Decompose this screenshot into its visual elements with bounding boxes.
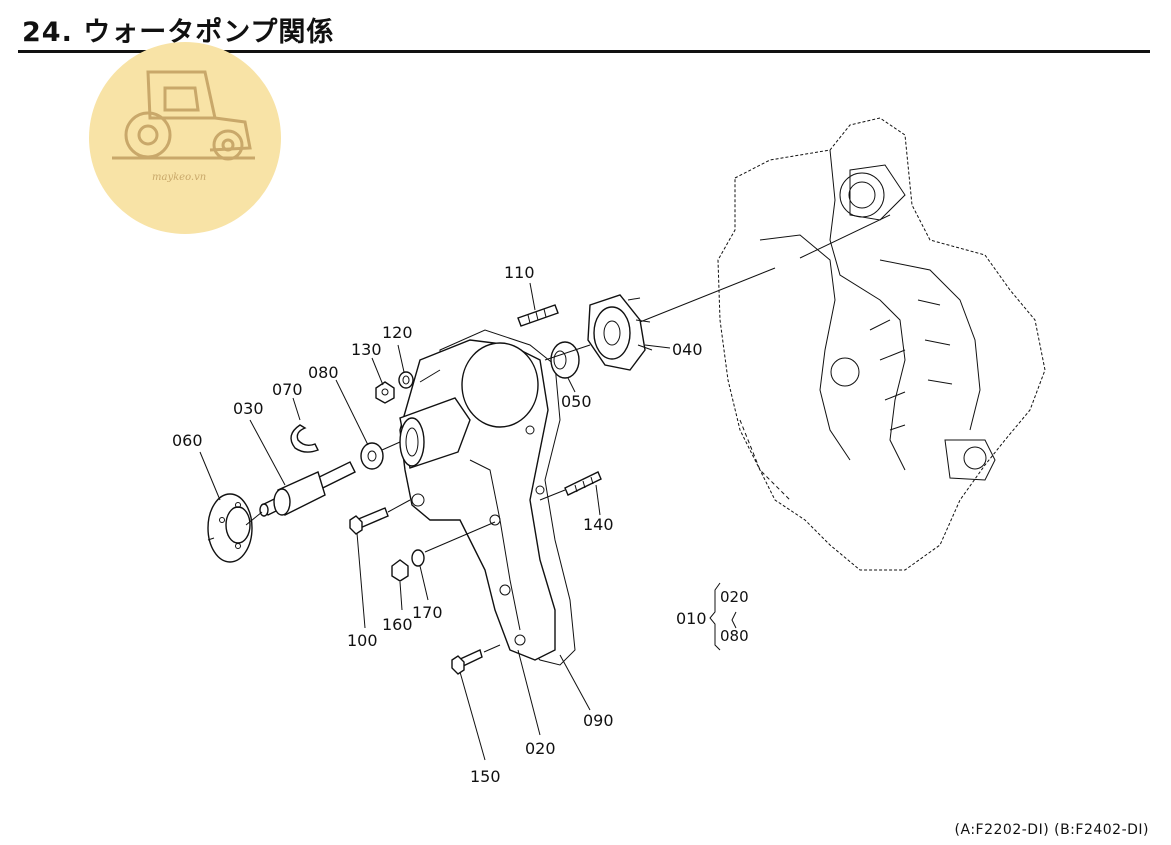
bolt-150	[451, 649, 483, 675]
assembly-centerlines	[245, 214, 891, 653]
part-label-140: 140	[583, 515, 614, 534]
part-label-010: 010	[676, 609, 707, 628]
stud-110	[517, 304, 559, 327]
engine-block	[717, 117, 1046, 571]
nut-160	[391, 559, 409, 582]
watermark-logo: maykeo.vn	[89, 42, 281, 234]
bolt-100	[349, 507, 389, 535]
part-label-150: 150	[470, 767, 501, 786]
washer-170	[411, 549, 425, 567]
kit-label-080: 080	[720, 627, 749, 645]
snap-ring-070	[290, 424, 319, 453]
tractor-icon	[112, 70, 255, 161]
part-label-090: 090	[583, 711, 614, 730]
part-label-080: 080	[308, 363, 339, 382]
washer-080	[360, 442, 384, 470]
part-label-130: 130	[351, 340, 382, 359]
impeller-040	[587, 294, 653, 371]
pulley-flange-060	[207, 493, 253, 563]
washer-120	[398, 371, 414, 389]
part-label-030: 030	[233, 399, 264, 418]
part-label-060: 060	[172, 431, 203, 450]
model-footnote: (A:F2202-DI) (B:F2402-DI)	[954, 822, 1149, 838]
watermark-circle	[89, 42, 281, 234]
seal-050	[550, 341, 580, 379]
label-leaders	[199, 282, 737, 761]
kit-label-020: 020	[720, 588, 749, 606]
part-label-020: 020	[525, 739, 556, 758]
title-underline	[18, 50, 1150, 53]
part-label-070: 070	[272, 380, 303, 399]
part-label-040: 040	[672, 340, 703, 359]
part-label-120: 120	[382, 323, 413, 342]
part-label-170: 170	[412, 603, 443, 622]
part-label-160: 160	[382, 615, 413, 634]
part-label-110: 110	[504, 263, 535, 282]
nut-130	[375, 381, 395, 404]
part-label-050: 050	[561, 392, 592, 411]
stud-140	[564, 471, 602, 496]
part-label-100: 100	[347, 631, 378, 650]
shaft-bearing-030	[259, 461, 356, 517]
watermark-text: maykeo.vn	[152, 172, 206, 183]
water-pump-body	[399, 339, 556, 661]
